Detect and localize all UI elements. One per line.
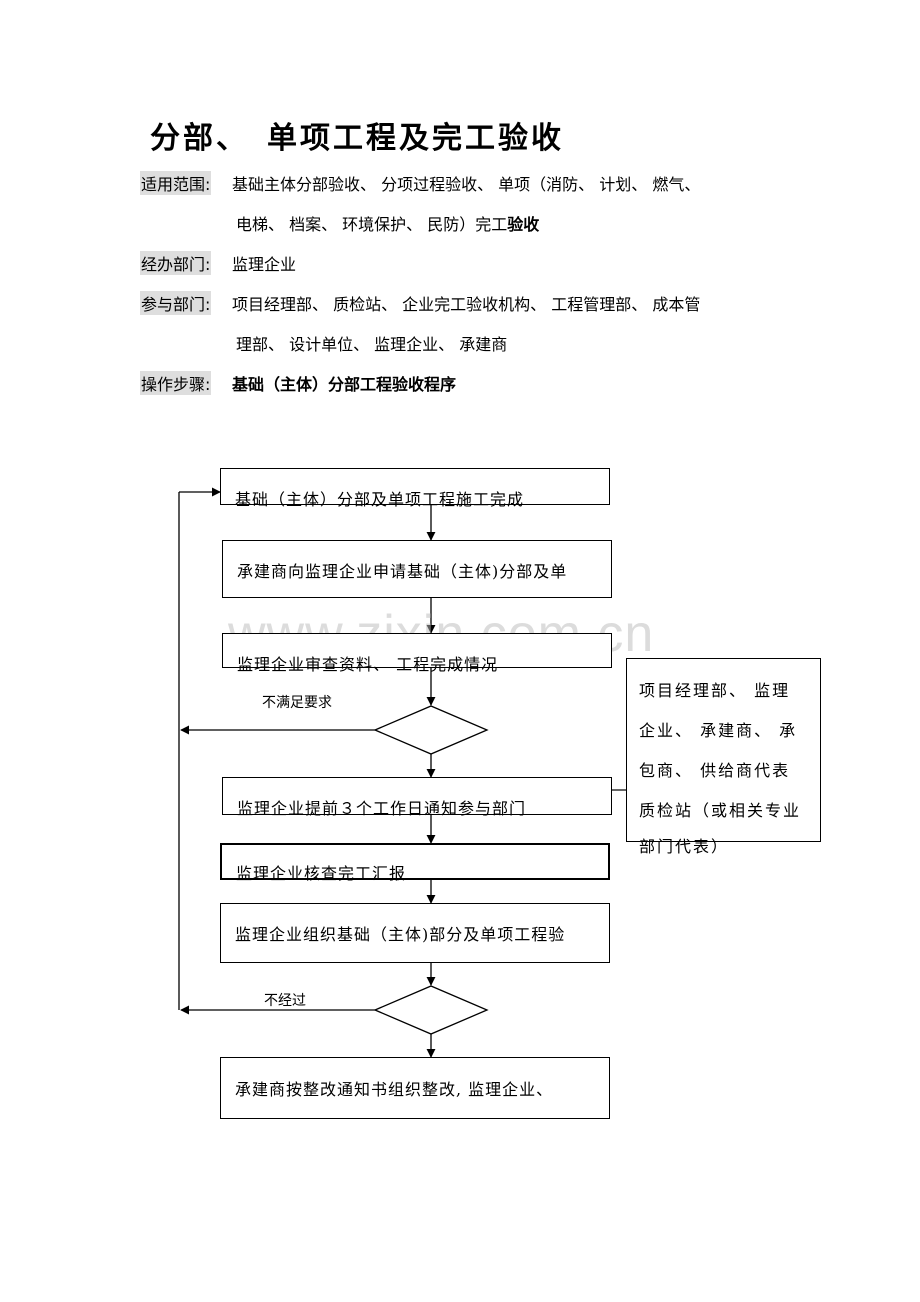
flow-box-construction-complete: 基础（主体）分部及单项工程施工完成 [220, 468, 610, 509]
flow-box-verify-report: 监理企业核查完工汇报 [220, 843, 610, 883]
flow-box-6-text: 监理企业组织基础（主体)部分及单项工程验 [235, 925, 566, 944]
decision-2-label: 不经过 [264, 993, 306, 1009]
page-title: 分部、 单项工程及完工验收 [150, 121, 564, 156]
side-note-line-5: 部门代表） [639, 837, 730, 856]
side-note-line-2: 企业、 承建商、 承 [639, 721, 798, 740]
flow-box-review: 监理企业审查资料、 工程完成情况 [222, 633, 612, 674]
decision-1-label: 不满足要求 [262, 695, 332, 711]
steps-value: 基础（主体）分部工程验收程序 [232, 375, 457, 394]
participants-value-line1: 项目经理部、 质检站、 企业完工验收机构、 工程管理部、 成本管 [232, 295, 701, 314]
scope-value-line1: 基础主体分部验收、 分项过程验收、 单项（消防、 计划、 燃气、 [232, 175, 701, 194]
flow-box-5-text: 监理企业核查完工汇报 [236, 864, 407, 883]
dept-value: 监理企业 [232, 255, 297, 274]
dept-label: 经办部门: [140, 251, 212, 275]
flow-box-application: 承建商向监理企业申请基础（主体)分部及单 [222, 540, 612, 598]
flow-box-7-text: 承建商按整改通知书组织整改, 监理企业、 [235, 1080, 554, 1099]
flow-box-2-text: 承建商向监理企业申请基础（主体)分部及单 [237, 562, 568, 581]
scope-value-line2-bold: 验收 [507, 215, 540, 234]
steps-label: 操作步骤: [140, 371, 212, 395]
side-note-line-1: 项目经理部、 监理 [639, 681, 791, 700]
participants-side-note: 项目经理部、 监理 企业、 承建商、 承 包商、 供给商代表 质检站（或相关专业… [626, 658, 821, 856]
scope-label: 适用范围: [140, 171, 212, 195]
side-note-line-3: 包商、 供给商代表 [639, 761, 791, 780]
flow-box-3-text: 监理企业审查资料、 工程完成情况 [237, 655, 499, 674]
scope-value-line2: 电梯、 档案、 环境保护、 民防）完工验收 [236, 211, 539, 235]
participants-value-line2: 理部、 设计单位、 监理企业、 承建商 [236, 335, 508, 354]
side-note-line-4: 质检站（或相关专业 [639, 801, 802, 820]
decision-diamond-2 [373, 985, 489, 1035]
flow-box-inspection: 监理企业组织基础（主体)部分及单项工程验 [220, 903, 610, 963]
flow-box-4-text: 监理企业提前３个工作日通知参与部门 [237, 799, 527, 818]
decision-diamond-1 [373, 705, 489, 755]
participants-label: 参与部门: [140, 291, 212, 315]
scope-value-line2-normal: 电梯、 档案、 环境保护、 民防）完工 [236, 215, 508, 234]
flow-box-1-text: 基础（主体）分部及单项工程施工完成 [235, 490, 525, 509]
flow-box-notify: 监理企业提前３个工作日通知参与部门 [222, 777, 612, 818]
flow-box-rectification: 承建商按整改通知书组织整改, 监理企业、 [220, 1057, 610, 1119]
